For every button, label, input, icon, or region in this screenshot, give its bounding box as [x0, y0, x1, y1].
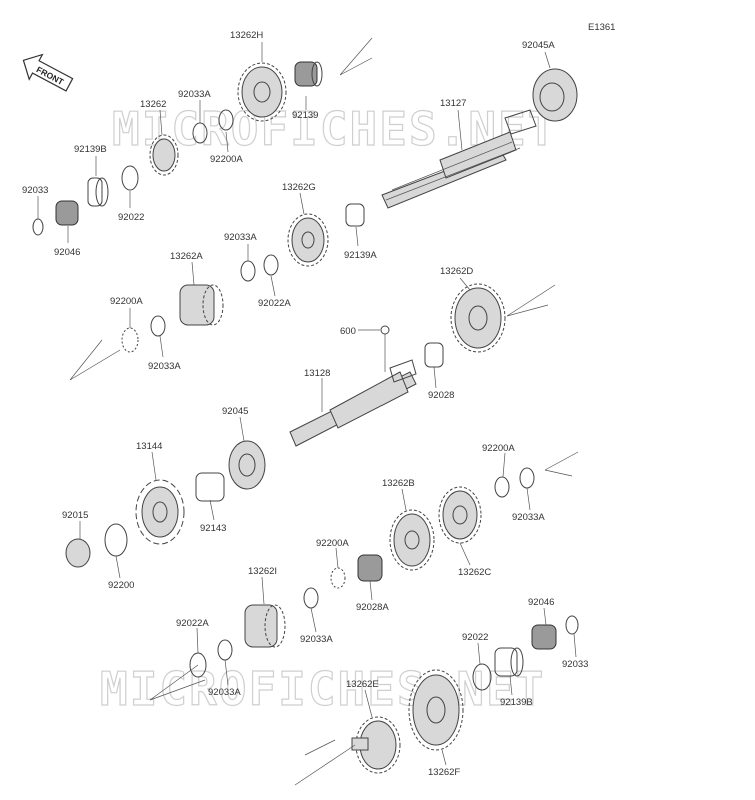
gear-13262I[interactable] — [244, 604, 286, 648]
ring-92033A-6[interactable] — [217, 639, 233, 661]
label-92022A-2: 92022A — [176, 618, 209, 629]
label-92200A-3: 92200A — [482, 443, 515, 454]
label-92045A: 92045A — [522, 40, 555, 51]
ring-92200A-3[interactable] — [494, 476, 510, 498]
ring-92200A-1[interactable] — [218, 109, 234, 131]
collar-92139B-2[interactable] — [494, 647, 524, 677]
label-13262G: 13262G — [282, 182, 316, 193]
label-92028A: 92028A — [356, 602, 389, 613]
label-92200A-4: 92200A — [316, 538, 349, 549]
label-92046-2: 92046 — [528, 597, 554, 608]
needle-bearing-92046-2[interactable] — [531, 624, 557, 650]
label-13262C: 13262C — [458, 567, 491, 578]
gear-13262A[interactable] — [179, 284, 224, 326]
label-92015: 92015 — [62, 510, 88, 521]
diagram-code: E1361 — [588, 22, 615, 33]
ring-92200A-4[interactable] — [330, 567, 346, 589]
needle-bearing-92046-1[interactable] — [55, 200, 79, 226]
watermark-bottom: MICROFICHES.NET — [100, 662, 545, 716]
collar-92139B-1[interactable] — [87, 177, 109, 207]
gear-13262B[interactable] — [389, 509, 435, 571]
circlip-92033-1[interactable] — [32, 218, 44, 236]
label-92139A: 92139A — [344, 250, 377, 261]
label-13262I: 13262I — [248, 566, 277, 577]
gear-13262E[interactable] — [351, 716, 401, 774]
gear-13262C[interactable] — [438, 486, 482, 544]
label-92200A-1: 92200A — [210, 154, 243, 165]
label-13262F: 13262F — [428, 767, 460, 778]
output-shaft-13127[interactable] — [381, 109, 537, 209]
label-92033A-1: 92033A — [178, 89, 211, 100]
label-92033A-6: 92033A — [208, 687, 241, 698]
label-92033A-2: 92033A — [224, 232, 257, 243]
label-92143: 92143 — [200, 523, 226, 534]
gear-13262G[interactable] — [287, 213, 329, 267]
drive-shaft-13128[interactable] — [289, 359, 417, 447]
leader-lines — [37, 42, 577, 766]
label-92022A-1: 92022A — [258, 298, 291, 309]
label-92033A-5: 92033A — [300, 634, 333, 645]
ring-92200A-2[interactable] — [121, 327, 139, 353]
label-13262: 13262 — [140, 99, 166, 110]
assembly-axis-lines — [69, 37, 579, 786]
label-13262D: 13262D — [440, 266, 473, 277]
needle-bearing-92028A[interactable] — [357, 554, 383, 582]
washer-92022-2[interactable] — [472, 663, 492, 691]
gear-13262[interactable] — [149, 134, 179, 176]
washer-92200[interactable] — [104, 523, 128, 557]
nut-92015[interactable] — [65, 538, 91, 568]
ring-92033A-4[interactable] — [519, 467, 535, 489]
label-13262B: 13262B — [382, 478, 415, 489]
label-92139B-1: 92139B — [74, 144, 107, 155]
collar-92028[interactable] — [424, 342, 444, 368]
part-labels: 13262H 92139 92045A 13262 92033A 92200A … — [22, 30, 588, 778]
ring-92033A-3[interactable] — [150, 315, 166, 337]
label-13262A: 13262A — [170, 251, 203, 262]
label-92033A-3: 92033A — [148, 361, 181, 372]
label-13262E: 13262E — [346, 679, 379, 690]
label-92033-2: 92033 — [562, 659, 588, 670]
gear-13262H[interactable] — [237, 62, 287, 122]
needle-bearing-92139[interactable] — [294, 61, 323, 87]
label-92022-1: 92022 — [118, 212, 144, 223]
washer-92022A-1[interactable] — [263, 254, 279, 276]
sprocket-13144[interactable] — [135, 479, 185, 545]
front-direction-arrow: FRONT — [22, 53, 74, 92]
label-92200A-2: 92200A — [110, 296, 143, 307]
label-92139B-2: 92139B — [500, 697, 533, 708]
label-13262H: 13262H — [230, 30, 263, 41]
label-600: 600 — [340, 326, 356, 337]
bearing-92045A[interactable] — [532, 68, 578, 122]
collar-92143[interactable] — [195, 472, 225, 502]
label-13144: 13144 — [136, 441, 162, 452]
label-92022-2: 92022 — [462, 632, 488, 643]
gear-13262F[interactable] — [408, 669, 464, 751]
ring-92033A-2[interactable] — [240, 260, 256, 282]
collar-92139A[interactable] — [345, 203, 365, 227]
label-92200: 92200 — [108, 580, 134, 591]
gear-13262D[interactable] — [450, 283, 506, 353]
label-92139: 92139 — [292, 110, 318, 121]
circlip-92033-2[interactable] — [565, 615, 579, 635]
marker-600 — [380, 325, 390, 335]
washer-92022-1[interactable] — [121, 165, 139, 191]
label-92033-1: 92033 — [22, 185, 48, 196]
label-92033A-4: 92033A — [512, 512, 545, 523]
label-13127: 13127 — [440, 98, 466, 109]
label-92046-1: 92046 — [54, 247, 80, 258]
label-92028: 92028 — [428, 390, 454, 401]
bearing-92045[interactable] — [228, 440, 266, 490]
label-92045: 92045 — [222, 406, 248, 417]
ring-92033A-5[interactable] — [303, 587, 319, 609]
label-13128: 13128 — [304, 368, 330, 379]
